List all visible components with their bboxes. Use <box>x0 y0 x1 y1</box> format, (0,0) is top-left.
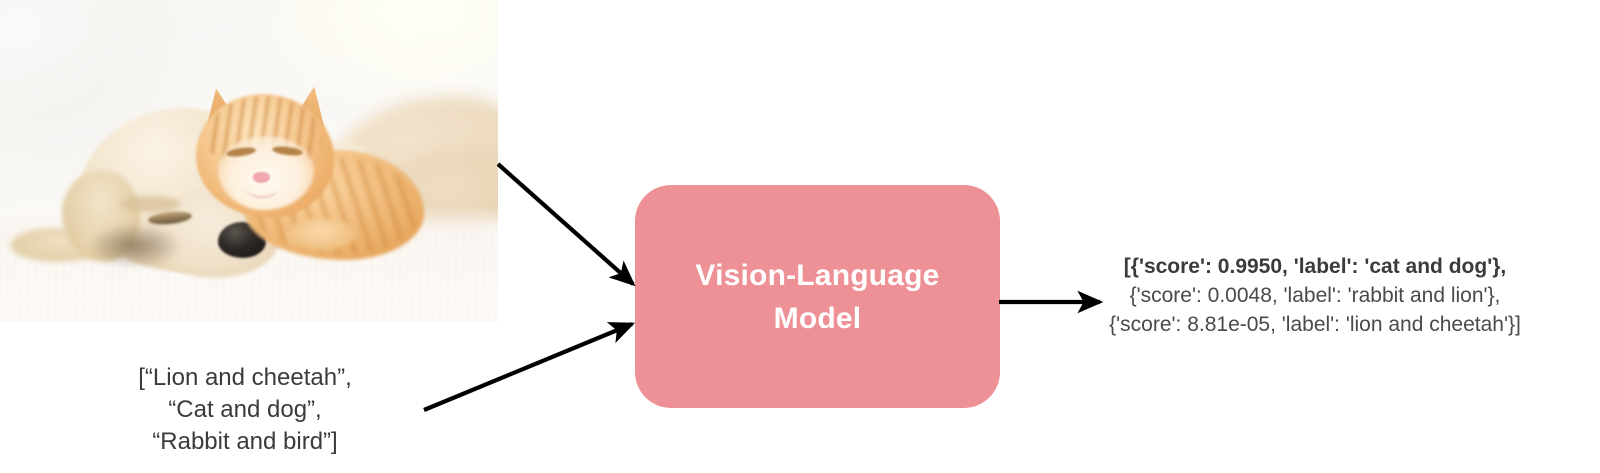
output-line-3: {'score': 8.81e-05, 'label': 'lion and c… <box>1109 313 1521 336</box>
model-output: [{'score': 0.9950, 'label': 'cat and dog… <box>1040 252 1590 339</box>
kitten-paw <box>286 218 356 250</box>
kitten-mouth <box>246 180 278 198</box>
arrow-prompt-to-model <box>423 322 636 412</box>
arrow-image-to-model <box>496 162 636 287</box>
puppy-brow <box>120 196 180 212</box>
puppy-shadow <box>92 226 178 266</box>
input-image <box>0 0 498 322</box>
candidate-labels-prompt: [“Lion and cheetah”, “Cat and dog”, “Rab… <box>138 364 352 455</box>
vision-language-model-box[interactable]: Vision-Language Model <box>635 185 1000 408</box>
output-line-1: [{'score': 0.9950, 'label': 'cat and dog… <box>1123 255 1507 278</box>
model-label: Vision-Language Model <box>695 258 940 335</box>
output-line-2: {'score': 0.0048, 'label': 'rabbit and l… <box>1129 284 1501 307</box>
